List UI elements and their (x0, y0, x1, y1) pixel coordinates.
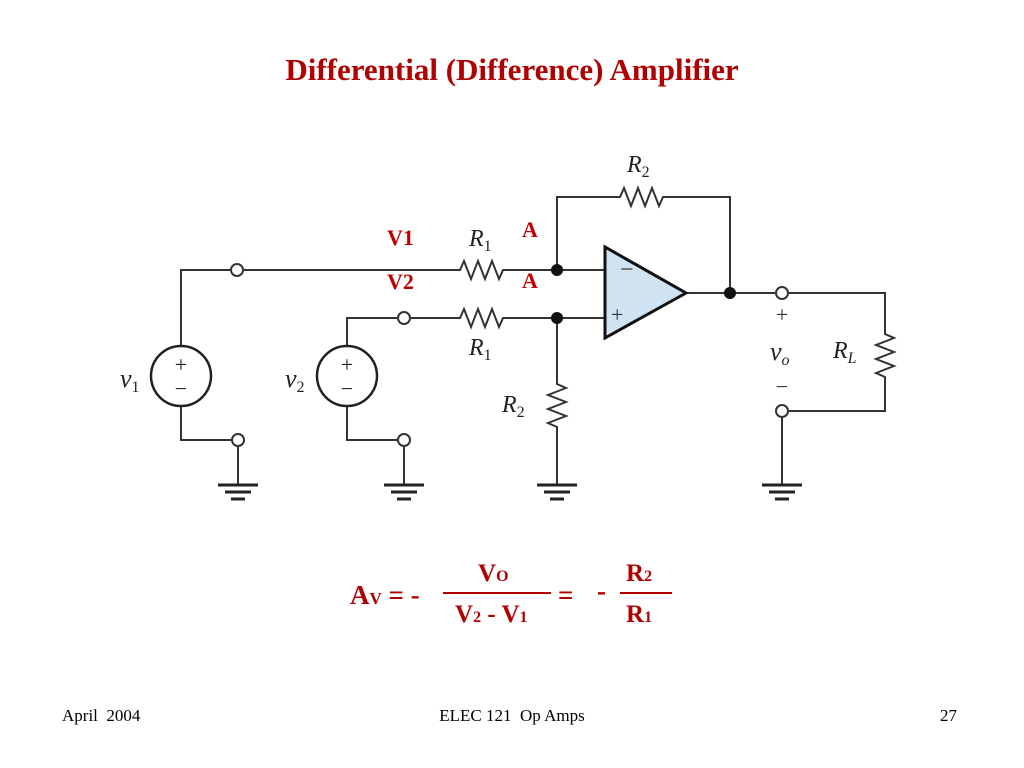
ground-icon (762, 483, 802, 501)
annotation-v1: V1 (387, 225, 414, 250)
ground-icon (218, 483, 258, 501)
wire-rl-bottom (789, 381, 886, 412)
resistor-r1-top (455, 258, 508, 282)
annotation-node-a-bottom: A (522, 268, 538, 293)
terminal-v2-bottom (397, 433, 411, 447)
opamp-inverting-sign: − (620, 257, 634, 283)
label-v1: v1 (120, 364, 140, 396)
equation-lhs: AV = - (350, 580, 420, 610)
wire-feedback-left (556, 196, 616, 270)
fraction2-bar (620, 592, 672, 594)
junction-noninverting (551, 312, 563, 324)
wire-v1-bottom (180, 400, 231, 441)
label-r2-ground: R2 (501, 392, 525, 421)
junction-output (724, 287, 736, 299)
fraction1-bar (443, 592, 551, 594)
equation-minus: - (597, 576, 606, 606)
opamp-triangle (603, 244, 690, 341)
voltage-source-v1 (149, 344, 213, 408)
slide-title: Differential (Difference) Amplifier (285, 52, 739, 87)
voltage-source-v2 (315, 344, 379, 408)
footer-page-number: 27 (940, 706, 957, 725)
label-r1-bottom: R1 (468, 335, 492, 364)
v2-minus-sign: − (341, 376, 353, 401)
output-plus-sign: + (776, 302, 788, 327)
label-v2: v2 (285, 364, 305, 396)
fraction1-denominator: V2 - V1 (455, 601, 528, 628)
label-rl: RL (832, 338, 857, 367)
label-vo: vo (770, 337, 790, 369)
fraction1-numerator: VO (478, 560, 509, 587)
circuit-diagram: + − + − − + R2 R1 R1 R2 RL v1 v2 vo + − … (120, 152, 897, 501)
wire-v2-top (346, 317, 397, 352)
v1-minus-sign: − (175, 376, 187, 401)
equation-equals: = (558, 580, 574, 610)
wire-feedback-right (667, 196, 731, 293)
ground-icon (384, 483, 424, 501)
annotation-v2: V2 (387, 269, 414, 294)
footer-course: ELEC 121 Op Amps (439, 706, 585, 725)
junction-inverting (551, 264, 563, 276)
footer-date: April 2004 (62, 706, 141, 725)
fraction2-denominator: R1 (626, 601, 653, 628)
resistor-r1-bottom (455, 306, 508, 330)
wire-v2-bottom (346, 400, 397, 441)
resistor-rl (873, 330, 897, 381)
opamp-noninverting-sign: + (611, 302, 623, 327)
terminal-v1-top (230, 263, 244, 277)
resistor-r2-ground (545, 380, 569, 431)
label-r2-feedback: R2 (626, 152, 650, 181)
terminal-v2-top (397, 311, 411, 325)
annotation-node-a-top: A (522, 217, 538, 242)
fraction2-numerator: R2 (626, 560, 653, 587)
wire-output-to-rl (789, 292, 886, 330)
terminal-output-top (775, 286, 789, 300)
terminal-v1-bottom (231, 433, 245, 447)
output-minus-sign: − (776, 374, 788, 399)
v2-plus-sign: + (341, 352, 353, 377)
resistor-r2-feedback (616, 185, 667, 209)
ground-icon (537, 483, 577, 501)
terminal-output-bottom (775, 404, 789, 418)
wire-v1-top (180, 269, 230, 352)
ground-symbols (218, 483, 802, 501)
v1-plus-sign: + (175, 352, 187, 377)
label-r1-top: R1 (468, 226, 492, 255)
